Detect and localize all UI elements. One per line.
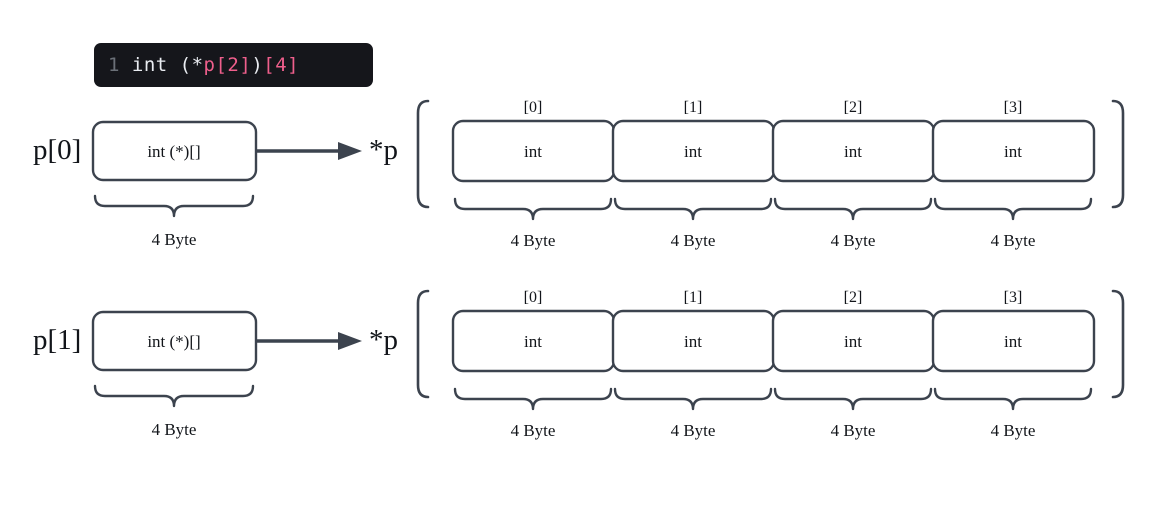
array-index-label-row-1-0: [0] xyxy=(523,289,543,306)
array-cell-size-label-row-1-1: 4 Byte xyxy=(670,421,716,440)
array-index-label-row-0-3: [3] xyxy=(1003,99,1023,116)
code-segment-plain-1: int (* xyxy=(131,54,204,76)
size-brace-row-0-3 xyxy=(933,197,1093,221)
array-cell-text-row-1-2: int xyxy=(844,332,862,351)
array-cell-text-row-1-3: int xyxy=(1004,332,1022,351)
arrow-head-row-1 xyxy=(338,332,362,350)
array-cell-size-label-row-0-1: 4 Byte xyxy=(670,231,716,250)
array-close-bracket-row-0 xyxy=(1111,99,1125,209)
code-segment-plain-2: ) xyxy=(251,54,264,76)
array-open-bracket-row-0 xyxy=(416,99,430,209)
size-brace-pointer-row-0 xyxy=(93,194,255,218)
pointer-label-row-1: p[1] xyxy=(33,324,82,356)
size-brace-pointer-row-1 xyxy=(93,384,255,408)
pointer-box-size-label-row-1: 4 Byte xyxy=(151,420,197,439)
size-brace-row-0-0 xyxy=(453,197,613,221)
size-brace-row-1-1 xyxy=(613,387,773,411)
array-cell-size-label-row-0-3: 4 Byte xyxy=(990,231,1036,250)
array-open-bracket-row-1 xyxy=(416,289,430,399)
pointer-box-size-label-row-0: 4 Byte xyxy=(151,230,197,249)
array-cell-text-row-1-0: int xyxy=(524,332,542,351)
array-index-label-row-0-2: [2] xyxy=(843,99,863,116)
code-line-number: 1 xyxy=(108,54,120,76)
size-brace-row-0-2 xyxy=(773,197,933,221)
code-segment-accent-2: [4] xyxy=(263,54,300,76)
arrow-head-row-0 xyxy=(338,142,362,160)
array-cell-text-row-0-0: int xyxy=(524,142,542,161)
array-cell-text-row-0-2: int xyxy=(844,142,862,161)
code-space xyxy=(120,54,132,76)
size-brace-row-1-3 xyxy=(933,387,1093,411)
deref-label-row-0: *p xyxy=(369,134,398,166)
code-snippet-block: 1 int (*p[2])[4] xyxy=(94,43,373,87)
array-close-bracket-row-1 xyxy=(1111,289,1125,399)
array-cell-text-row-0-1: int xyxy=(684,142,702,161)
array-cell-text-row-0-3: int xyxy=(1004,142,1022,161)
size-brace-row-1-2 xyxy=(773,387,933,411)
deref-label-row-1: *p xyxy=(369,324,398,356)
array-index-label-row-0-1: [1] xyxy=(683,99,703,116)
code-segment-accent-1: p[2] xyxy=(203,54,252,76)
array-index-label-row-1-2: [2] xyxy=(843,289,863,306)
array-cell-size-label-row-0-2: 4 Byte xyxy=(830,231,876,250)
pointer-box-text-row-0: int (*)[] xyxy=(147,142,201,161)
pointer-label-row-0: p[0] xyxy=(33,134,82,166)
array-index-label-row-0-0: [0] xyxy=(523,99,543,116)
pointer-box-text-row-1: int (*)[] xyxy=(147,332,201,351)
array-index-label-row-1-3: [3] xyxy=(1003,289,1023,306)
size-brace-row-0-1 xyxy=(613,197,773,221)
array-cell-size-label-row-1-3: 4 Byte xyxy=(990,421,1036,440)
array-index-label-row-1-1: [1] xyxy=(683,289,703,306)
array-cell-text-row-1-1: int xyxy=(684,332,702,351)
array-cell-size-label-row-0-0: 4 Byte xyxy=(510,231,556,250)
array-cell-size-label-row-1-0: 4 Byte xyxy=(510,421,556,440)
size-brace-row-1-0 xyxy=(453,387,613,411)
array-cell-size-label-row-1-2: 4 Byte xyxy=(830,421,876,440)
